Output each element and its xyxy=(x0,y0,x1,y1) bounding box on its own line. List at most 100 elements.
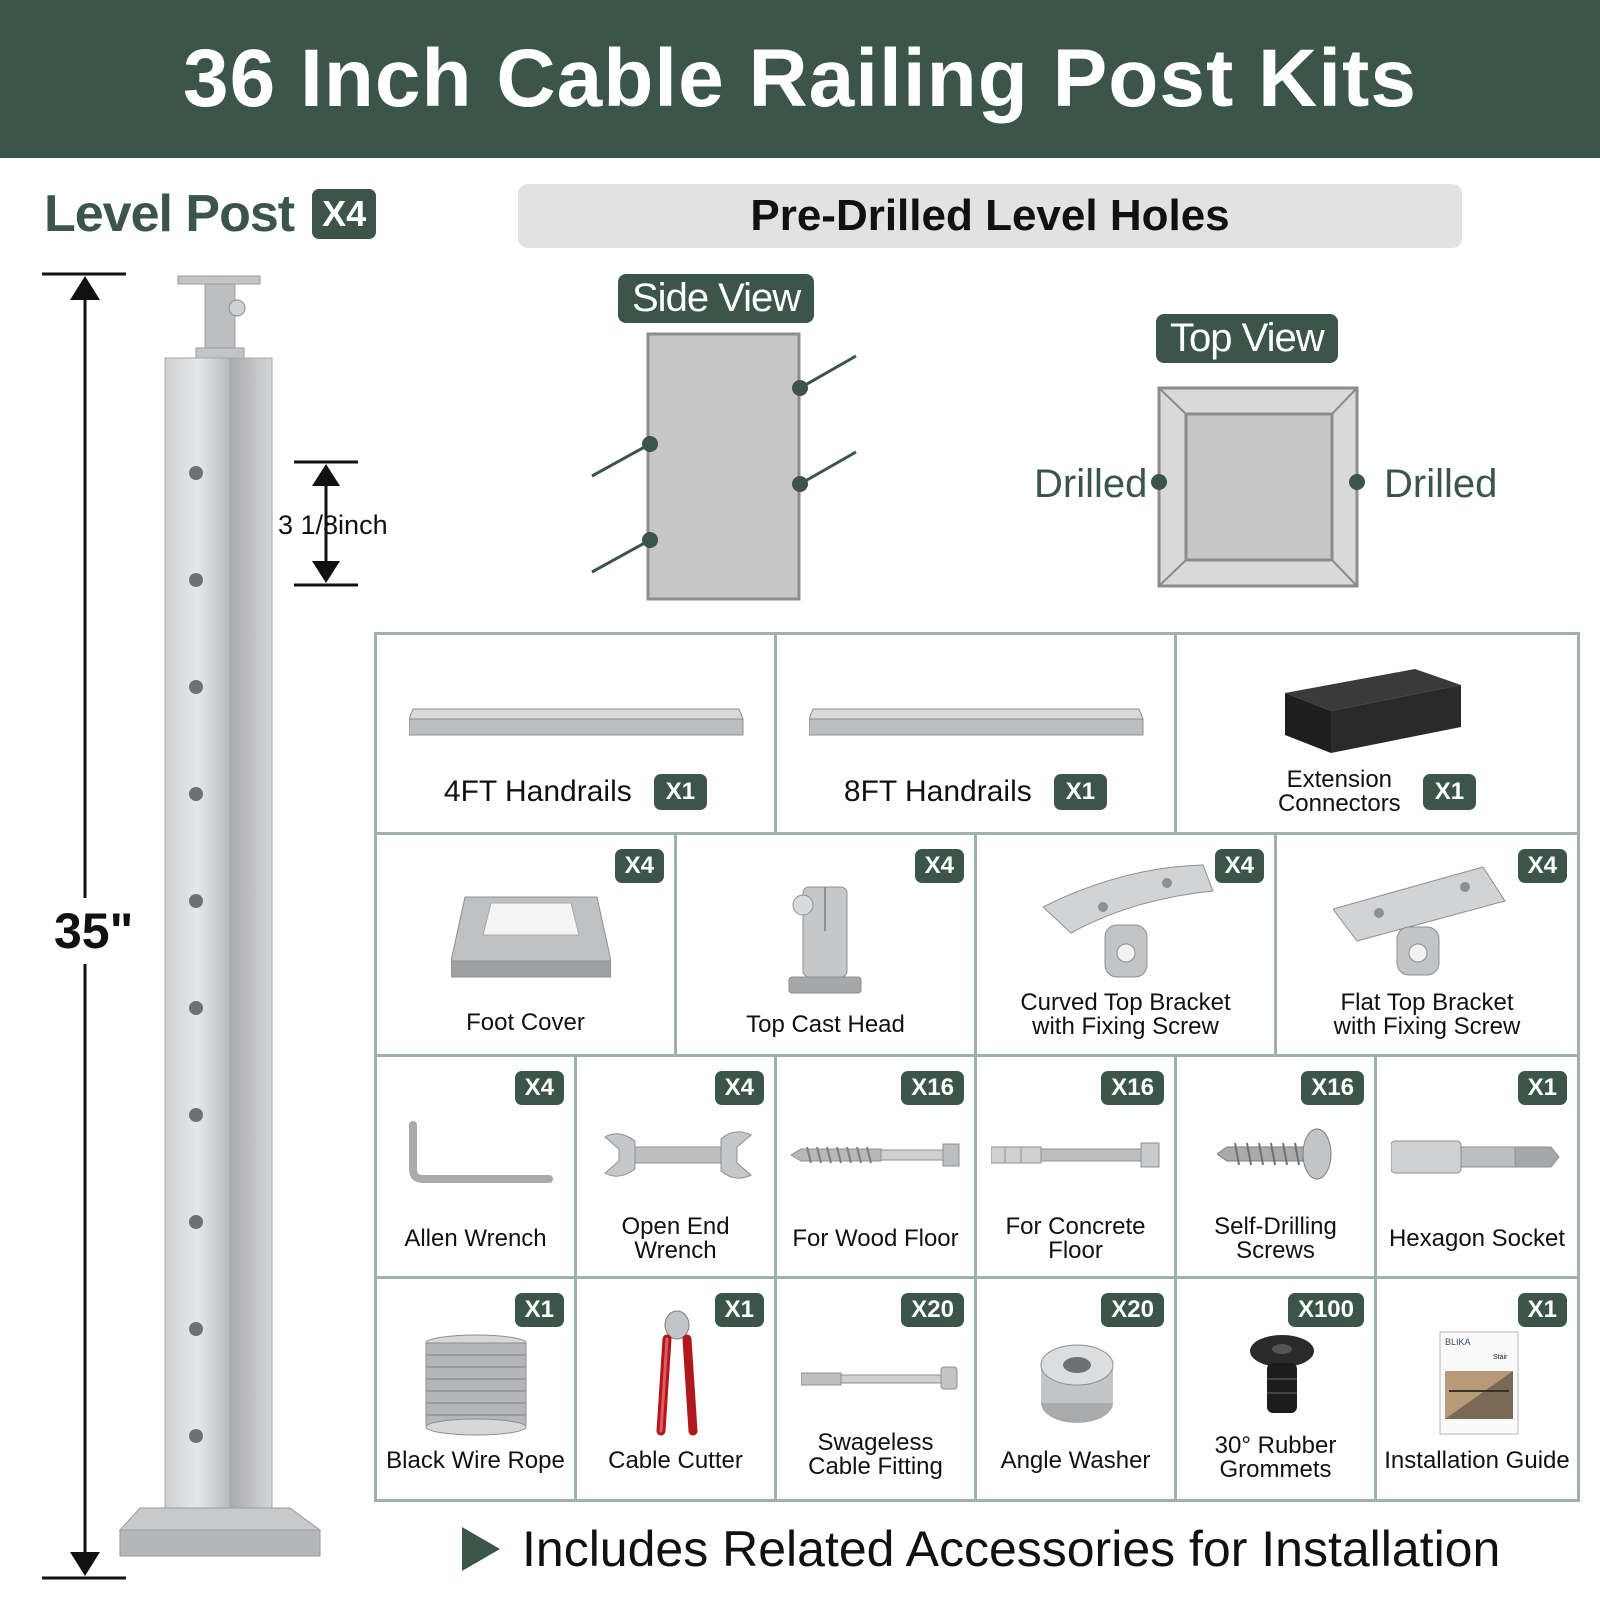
wire-rope-name: Black Wire Rope xyxy=(386,1447,565,1474)
part-allen-wrench: X4 Allen Wrench xyxy=(377,1057,577,1279)
part-concrete-floor-anchor: X16 For Concrete Floor xyxy=(977,1057,1177,1279)
top-cast-head-name: Top Cast Head xyxy=(746,1011,905,1038)
level-post-heading: Level Post X4 xyxy=(44,184,377,244)
flat-bracket-line2: with Fixing Screw xyxy=(1333,1013,1521,1040)
self-drilling-name: Self-Drilling Screws xyxy=(1177,1215,1374,1263)
top-view-label: Top View xyxy=(1156,314,1338,363)
wood-floor-name: For Wood Floor xyxy=(792,1225,959,1252)
concrete-floor-line2: Floor xyxy=(1048,1237,1103,1264)
part-curved-top-bracket: X4 Curved Top Bracket with Fixing Screw xyxy=(977,835,1277,1057)
self-drilling-line2: Screws xyxy=(1236,1237,1315,1264)
side-view-diagram xyxy=(591,332,857,601)
wood-floor-screw-image xyxy=(791,1143,960,1167)
side-view-label: Side View xyxy=(618,274,815,323)
swageless-line1: Swageless xyxy=(817,1429,934,1456)
part-angle-washer: X20 Angle Washer xyxy=(977,1279,1177,1501)
part-swageless-fitting: X20 Swageless Cable Fitting xyxy=(777,1279,977,1501)
self-drilling-qty: X16 xyxy=(1301,1071,1364,1105)
open-end-wrench-qty: X4 xyxy=(714,1071,764,1105)
install-guide-qty: X1 xyxy=(1517,1293,1567,1327)
hex-socket-name: Hexagon Socket xyxy=(1388,1225,1566,1252)
part-hexagon-socket: X1 Hexagon Socket xyxy=(1377,1057,1577,1279)
post-height-label: 35" xyxy=(54,898,134,964)
part-top-cast-head: X4 Top Cast Head xyxy=(677,835,977,1057)
wood-floor-qty: X16 xyxy=(901,1071,964,1105)
open-end-wrench-line2: Wrench xyxy=(634,1237,717,1264)
footer-text: Includes Related Accessories for Install… xyxy=(522,1521,1501,1577)
page-title: 36 Inch Cable Railing Post Kits xyxy=(183,33,1417,124)
open-end-wrench-image xyxy=(604,1131,752,1179)
extension-qty: X1 xyxy=(1422,774,1477,810)
concrete-anchor-image xyxy=(991,1142,1160,1168)
guide-title: Stair xyxy=(1493,1354,1508,1361)
grommets-name: 30° Rubber Grommets xyxy=(1177,1434,1374,1482)
extension-line2: Connectors xyxy=(1277,790,1401,817)
allen-wrench-image xyxy=(409,1121,553,1183)
flat-bracket-qty: X4 xyxy=(1517,849,1567,883)
open-end-wrench-line1: Open End xyxy=(621,1213,730,1240)
top-cast-head-image xyxy=(788,886,862,994)
handrail-4ft-qty: X1 xyxy=(653,774,708,810)
grommets-qty: X100 xyxy=(1287,1293,1364,1327)
allen-wrench-qty: X4 xyxy=(514,1071,564,1105)
part-flat-top-bracket: X4 Flat Top Bracket with Fixing Screw xyxy=(1277,835,1577,1057)
self-drilling-screw-image xyxy=(1217,1128,1332,1180)
cable-cutter-name: Cable Cutter xyxy=(608,1447,743,1474)
curved-bracket-image xyxy=(1043,864,1214,978)
flat-bracket-name: Flat Top Bracket with Fixing Screw xyxy=(1277,991,1577,1039)
part-wood-floor-screw: X16 For Wood Floor xyxy=(777,1057,977,1279)
grommets-line1: 30° Rubber xyxy=(1214,1432,1337,1459)
grommets-line2: Grommets xyxy=(1219,1456,1332,1483)
part-8ft-handrail: 8FT Handrails X1 xyxy=(777,635,1177,835)
installation-guide-image: BLIKA Stair xyxy=(1439,1331,1519,1435)
self-drilling-line1: Self-Drilling xyxy=(1214,1213,1337,1240)
level-post-title: Level Post xyxy=(44,185,295,243)
swageless-name: Swageless Cable Fitting xyxy=(777,1431,974,1479)
swageless-fitting-image xyxy=(801,1366,958,1390)
hole-spacing-label: 3 1/8inch xyxy=(278,510,388,540)
angle-washer-qty: X20 xyxy=(1101,1293,1164,1327)
handrail-8ft-image xyxy=(809,708,1144,736)
angle-washer-name: Angle Washer xyxy=(1000,1447,1151,1474)
wire-rope-image xyxy=(425,1334,527,1436)
drilled-right-label: Drilled xyxy=(1384,462,1498,506)
handrail-4ft-image xyxy=(409,708,744,736)
foot-cover-name: Foot Cover xyxy=(466,1009,585,1036)
cable-cutter-image xyxy=(656,1310,698,1436)
curved-bracket-line1: Curved Top Bracket xyxy=(1020,989,1231,1016)
handrail-8ft-name: 8FT Handrails xyxy=(843,775,1032,808)
hex-socket-qty: X1 xyxy=(1517,1071,1567,1105)
open-end-wrench-name: Open End Wrench xyxy=(577,1215,774,1263)
part-installation-guide: X1 BLIKA Stair Installation Guide xyxy=(1377,1279,1577,1501)
part-4ft-handrail: 4FT Handrails X1 xyxy=(377,635,777,835)
predrilled-heading: Pre-Drilled Level Holes xyxy=(518,184,1462,248)
curved-bracket-line2: with Fixing Screw xyxy=(1032,1013,1219,1040)
top-cast-head-qty: X4 xyxy=(914,849,964,883)
install-guide-name: Installation Guide xyxy=(1384,1447,1570,1474)
top-view-diagram xyxy=(1151,386,1365,588)
parts-grid: 4FT Handrails X1 8FT Handrails X1 Extens… xyxy=(374,632,1580,1502)
footer-note: Includes Related Accessories for Install… xyxy=(462,1520,1500,1578)
foot-cover-qty: X4 xyxy=(614,849,664,883)
wire-rope-qty: X1 xyxy=(514,1293,564,1327)
handrail-4ft-name: 4FT Handrails xyxy=(443,775,632,808)
part-foot-cover: X4 Foot Cover xyxy=(377,835,677,1057)
allen-wrench-name: Allen Wrench xyxy=(404,1225,547,1252)
curved-bracket-name: Curved Top Bracket with Fixing Screw xyxy=(977,991,1274,1039)
flat-bracket-line1: Flat Top Bracket xyxy=(1340,989,1514,1016)
angle-washer-image xyxy=(1040,1344,1114,1423)
hex-socket-image xyxy=(1391,1140,1560,1174)
drilled-left-label: Drilled xyxy=(1034,462,1148,506)
concrete-floor-line1: For Concrete xyxy=(1005,1213,1146,1240)
flat-bracket-image xyxy=(1333,866,1506,976)
curved-bracket-qty: X4 xyxy=(1214,849,1264,883)
swageless-line2: Cable Fitting xyxy=(808,1453,943,1480)
title-banner: 36 Inch Cable Railing Post Kits xyxy=(0,0,1600,158)
concrete-floor-name: For Concrete Floor xyxy=(977,1215,1174,1263)
foot-cover-image xyxy=(451,896,611,978)
concrete-floor-qty: X16 xyxy=(1101,1071,1164,1105)
part-self-drilling-screws: X16 Self-Drilling Screws xyxy=(1177,1057,1377,1279)
cable-cutter-qty: X1 xyxy=(714,1293,764,1327)
part-cable-cutter: X1 Cable Cutter xyxy=(577,1279,777,1501)
